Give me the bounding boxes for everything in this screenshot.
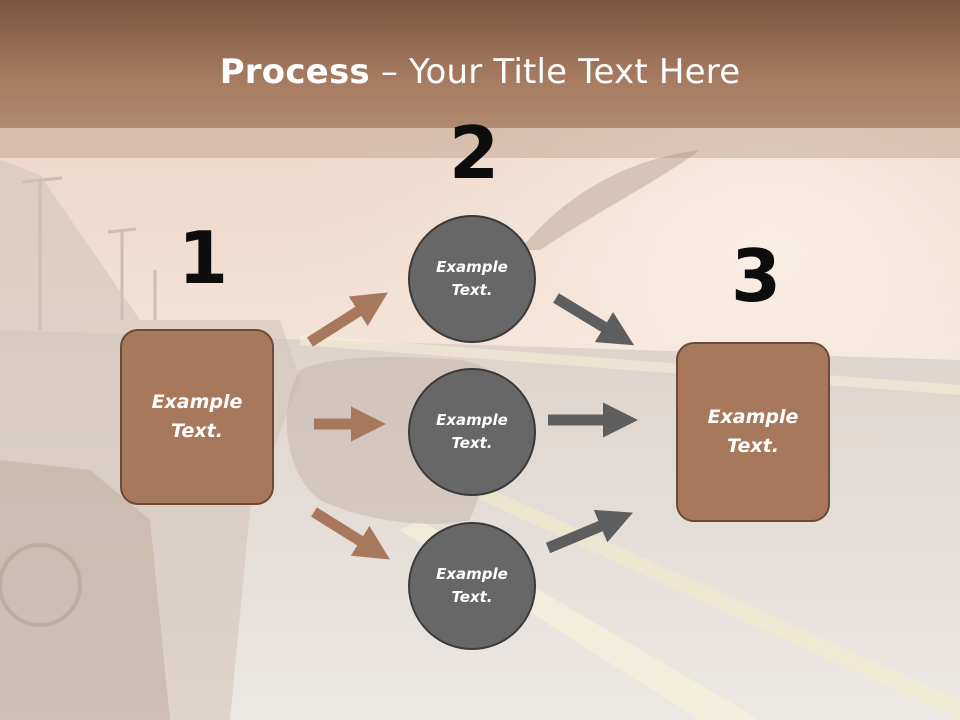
title-bold: Process [219,52,370,92]
step-2-circle-middle-label: Example Text. [436,411,508,452]
step-number-3: 3 [731,234,782,318]
arrow-2-bottom-to-3 [545,509,633,554]
arrow-2-top-to-3 [553,293,635,346]
step-2-circle-top: Example Text. [408,215,536,343]
step-number-2: 2 [449,111,500,195]
title-rest: – Your Title Text Here [369,52,741,92]
step-number-1: 1 [178,216,229,300]
step-3-box: Example Text. [676,342,830,522]
step-2-circle-middle: Example Text. [408,368,536,496]
step-2-circle-bottom-label: Example Text. [436,565,508,606]
step-1-label: Example Text. [151,391,243,442]
step-2-circle-top-label: Example Text. [436,258,508,299]
arrow-1-to-2-top [307,292,388,347]
step-3-label: Example Text. [707,406,799,457]
step-1-box: Example Text. [120,329,274,505]
arrow-1-to-2-bottom [311,507,390,560]
slide-title: Process – Your Title Text Here [0,52,960,92]
step-2-circle-bottom: Example Text. [408,522,536,650]
